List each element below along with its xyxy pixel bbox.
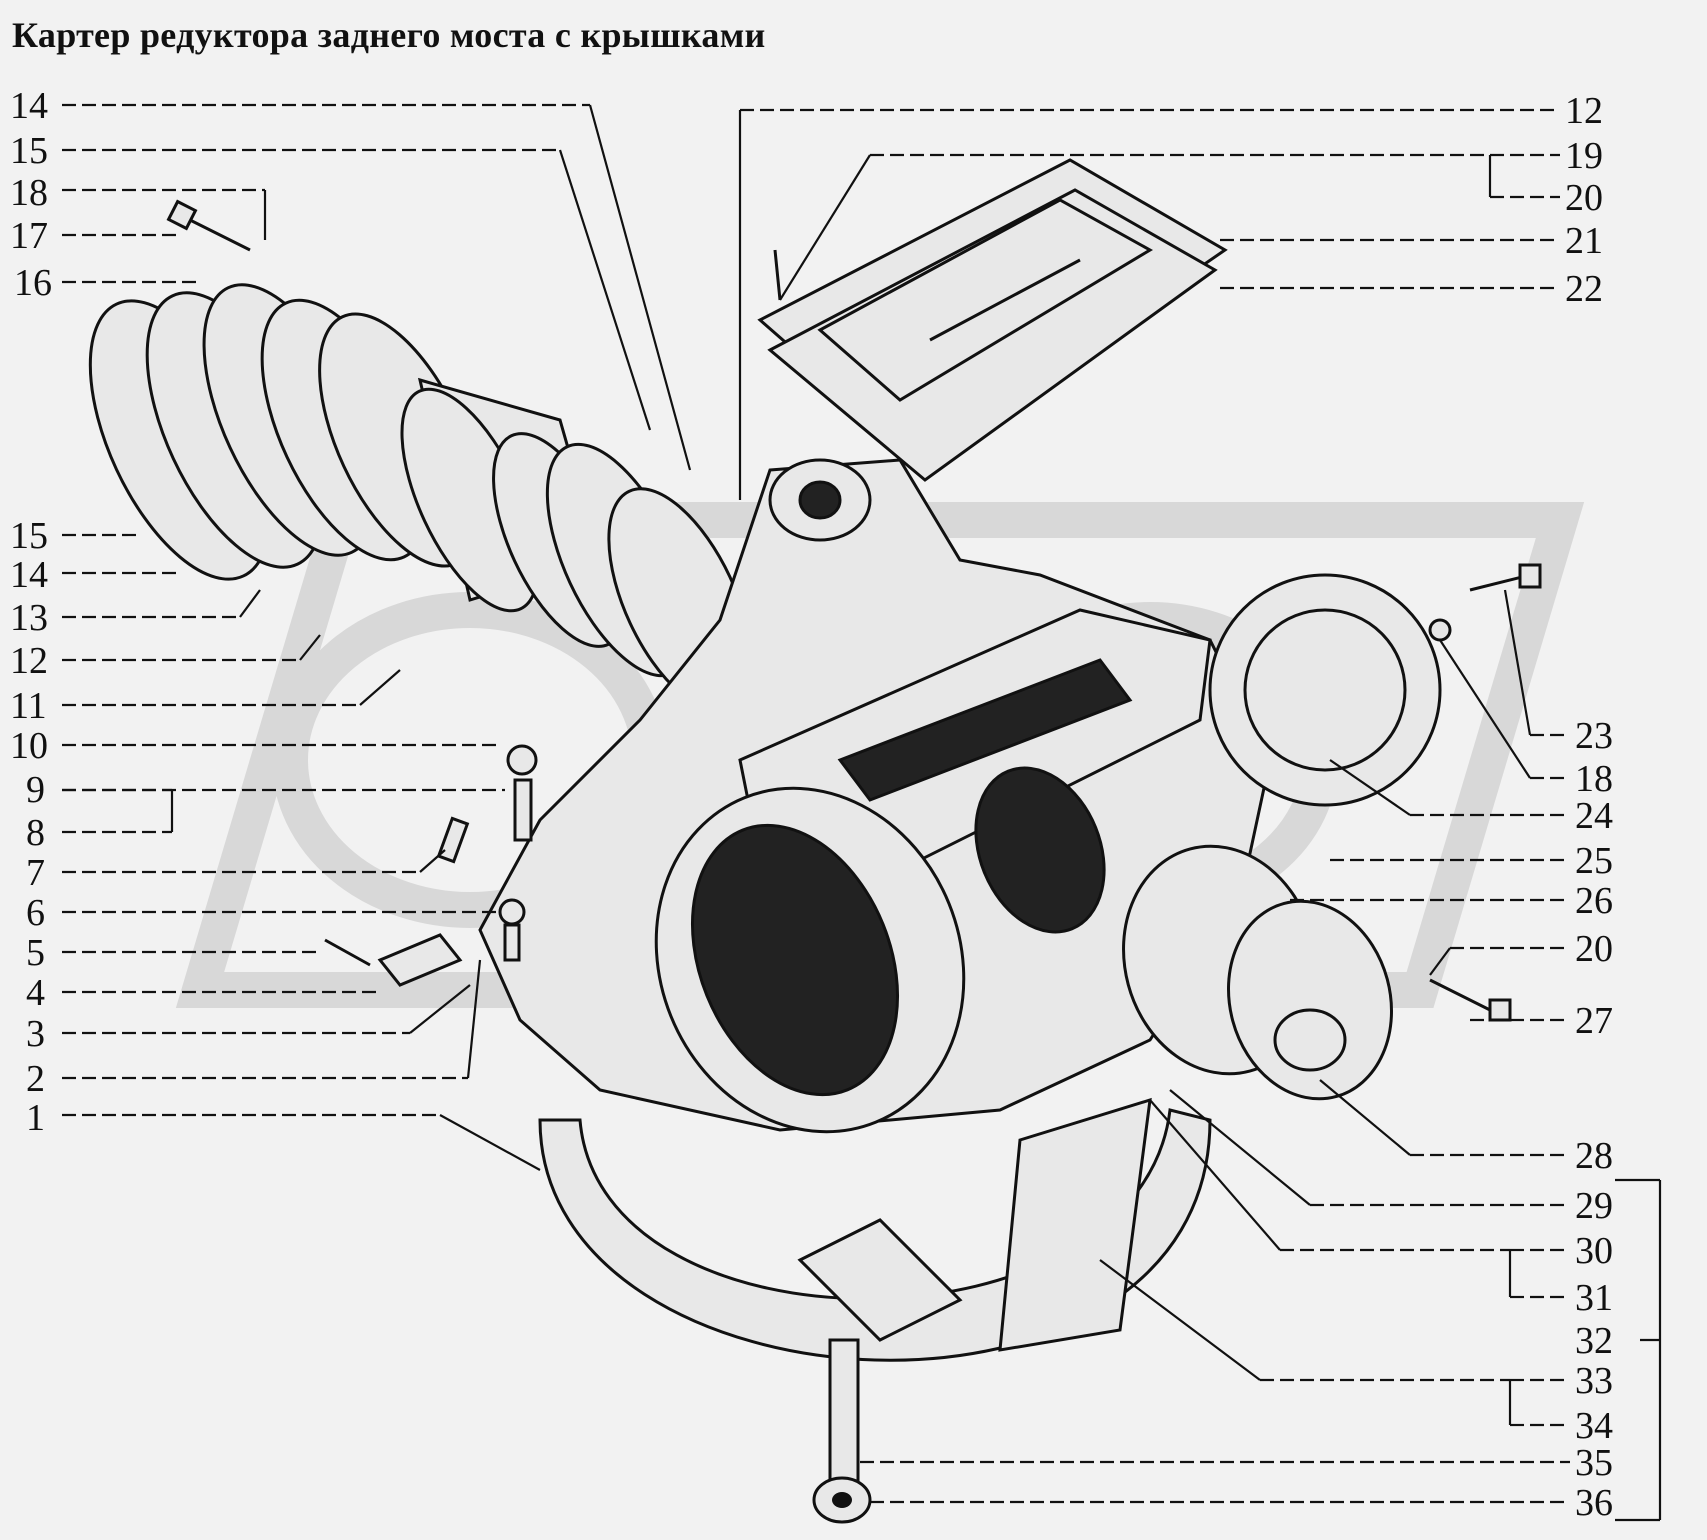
callout-right-5: 22 [1565,268,1603,310]
callout-right-20: 35 [1575,1442,1613,1484]
callout-right-14: 29 [1575,1185,1613,1227]
callout-left-1: 14 [10,85,48,127]
callouts-right: 12 19 20 21 22 23 18 24 25 26 20 27 28 2… [1565,90,1613,1524]
left-flange-stack [88,283,753,713]
callout-left-8: 13 [10,597,48,639]
callout-right-1: 12 [1565,90,1603,132]
callout-left-16: 5 [26,932,45,974]
callout-left-13: 8 [26,812,45,854]
callouts-left: 14 15 18 17 16 15 14 13 12 11 10 9 8 7 6… [10,85,52,1139]
callout-right-10: 26 [1575,880,1613,922]
callout-left-12: 9 [26,769,45,811]
callout-left-4: 17 [10,215,48,257]
callout-right-12: 27 [1575,1000,1613,1042]
stud-35 [828,1338,860,1492]
small-fasteners-left [324,744,538,987]
callout-right-4: 21 [1565,220,1603,262]
callout-right-8: 24 [1575,795,1613,837]
callout-right-7: 18 [1575,758,1613,800]
callout-left-6: 15 [10,515,48,557]
bolt-17 [166,199,251,252]
callout-left-19: 2 [26,1058,45,1100]
right-side-cover [1208,563,1542,807]
right-lower-flange [1122,844,1512,1101]
callout-right-15: 30 [1575,1230,1613,1272]
callout-right-17: 32 [1575,1320,1613,1362]
callout-left-14: 7 [26,852,45,894]
callout-right-3: 20 [1565,177,1603,219]
bottom-bearing-cap [538,1097,1212,1362]
callout-right-2: 19 [1565,135,1603,177]
callout-right-18: 33 [1575,1360,1613,1402]
callout-right-9: 25 [1575,840,1613,882]
diagram-title: Картер редуктора заднего моста с крышкам… [12,15,766,55]
callout-left-9: 12 [10,640,48,682]
main-housing [478,458,1272,1134]
callout-left-7: 14 [10,554,48,596]
leader-lines [62,103,1662,1522]
callout-right-13: 28 [1575,1135,1613,1177]
nut-36 [812,1476,872,1524]
callout-right-11: 20 [1575,928,1613,970]
callout-left-5: 16 [14,262,52,304]
callout-right-6: 23 [1575,715,1613,757]
callout-left-18: 3 [26,1013,45,1055]
callout-right-21: 36 [1575,1482,1613,1524]
callout-right-16: 31 [1575,1277,1613,1319]
callout-left-10: 11 [10,685,47,727]
callout-left-15: 6 [26,892,45,934]
callout-left-3: 18 [10,172,48,214]
callout-right-19: 34 [1575,1405,1613,1447]
callout-left-20: 1 [26,1097,45,1139]
callout-left-2: 15 [10,130,48,172]
callout-left-11: 10 [10,725,48,767]
callout-left-17: 4 [26,972,45,1014]
top-cover [757,158,1228,482]
